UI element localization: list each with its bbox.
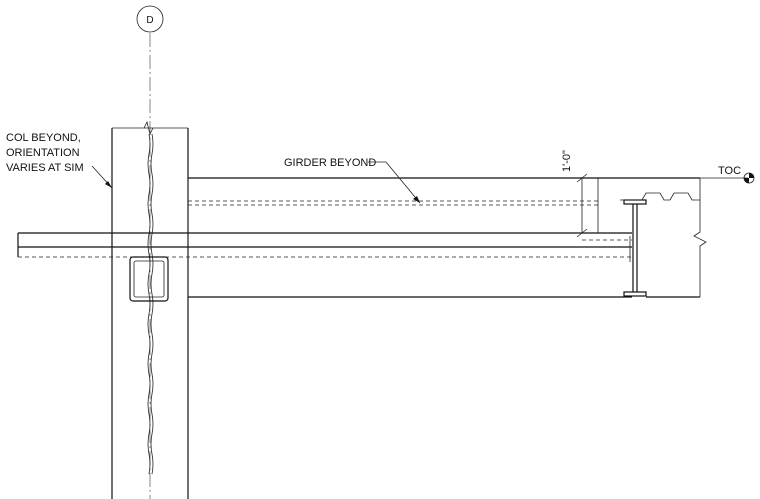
dimension-tick-top [576, 173, 588, 183]
elevation-target-fill-1 [749, 173, 754, 178]
metal-deck-profile [620, 192, 700, 201]
column-note-line-2: ORIENTATION [6, 147, 80, 159]
dimension-1ft: 1'-0" [561, 150, 588, 238]
elevation-target-fill-2 [744, 178, 749, 183]
girder-arrow-icon [413, 196, 420, 203]
slab-and-deck [598, 177, 707, 298]
column-web-line [147, 133, 151, 475]
girder-beyond [187, 177, 632, 298]
toc-elevation-marker: TOC [700, 165, 755, 184]
dimension-tick-bottom [576, 228, 588, 238]
dimension-text: 1'-0" [561, 150, 573, 172]
column-note-line-3: VARIES AT SIM [6, 162, 84, 174]
girder-label: GIRDER BEYOND [284, 157, 376, 169]
girder-note: GIRDER BEYOND [284, 157, 421, 204]
beam-horizontal [17, 232, 632, 258]
hss-outer [129, 256, 169, 302]
column-note-line-1: COL BEYOND, [6, 132, 81, 144]
column-arrow-icon [105, 181, 112, 188]
girder-leader [385, 161, 421, 204]
grid-label: D [146, 15, 153, 26]
toc-label: TOC [718, 165, 741, 177]
grid-bubble [136, 5, 164, 33]
wf-top-flange [623, 199, 647, 205]
wf-bottom-flange [623, 291, 647, 297]
column-note: COL BEYOND, ORIENTATION VARIES AT SIM [6, 132, 113, 189]
hss-inner [133, 260, 165, 298]
slab-break-line [693, 178, 707, 297]
wide-flange-section [623, 199, 647, 297]
hss-tube-section [129, 256, 169, 302]
column-web-line-2 [150, 133, 154, 475]
column-break-mark [143, 120, 154, 136]
